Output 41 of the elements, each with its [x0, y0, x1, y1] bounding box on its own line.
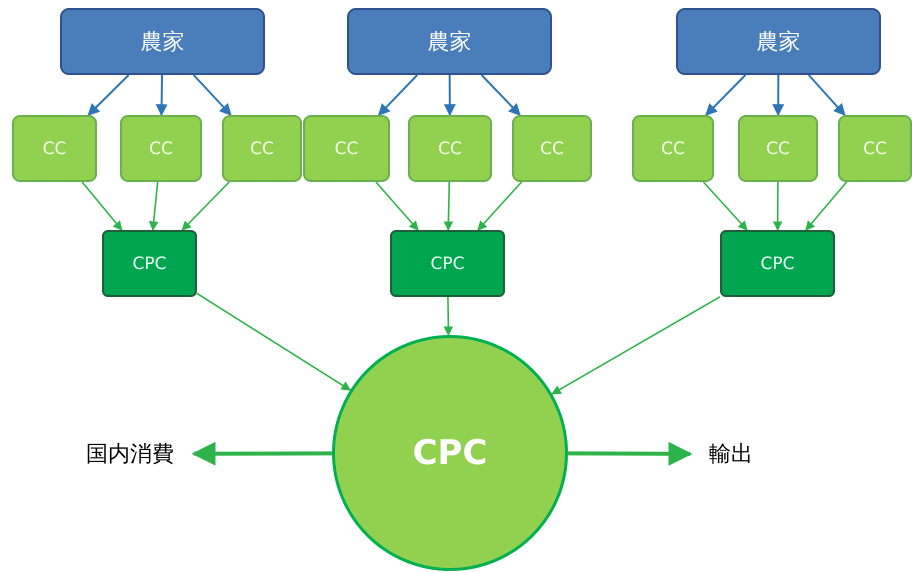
arrow — [444, 75, 456, 116]
arrow — [772, 75, 784, 116]
cc-box: CC — [408, 115, 492, 182]
arrow — [444, 296, 454, 336]
arrow — [702, 181, 748, 231]
cpc-box: CPC — [102, 230, 197, 297]
arrow — [705, 74, 746, 116]
arrow — [148, 182, 158, 231]
arrow — [375, 181, 419, 231]
arrow — [192, 74, 232, 116]
arrow — [378, 74, 418, 116]
cc-box: CC — [303, 115, 390, 182]
cc-box: CC — [738, 115, 818, 182]
arrow — [568, 442, 692, 466]
arrow — [82, 182, 122, 231]
arrow — [480, 74, 521, 116]
arrow — [772, 182, 782, 231]
cpc-box: CPC — [390, 230, 505, 297]
cc-box: CC — [12, 115, 97, 182]
arrow — [805, 181, 848, 231]
arrow — [477, 181, 522, 231]
cpc-circle: CPC — [332, 335, 568, 571]
cc-box: CC — [632, 115, 714, 182]
arrow — [808, 74, 846, 116]
farmer-box: 農家 — [676, 8, 881, 75]
arrow — [444, 182, 454, 231]
arrow — [182, 181, 230, 231]
cc-box: CC — [838, 115, 912, 182]
arrow — [87, 74, 130, 116]
arrow — [196, 292, 351, 391]
destination-text: 輸出 — [690, 432, 772, 476]
arrow — [156, 74, 168, 116]
arrow — [192, 442, 332, 466]
farmer-box: 農家 — [347, 8, 552, 75]
cpc-box: CPC — [720, 230, 835, 297]
cc-box: CC — [512, 115, 592, 182]
arrow — [551, 296, 720, 395]
destination-text: 国内消費 — [66, 432, 194, 476]
farmer-box: 農家 — [60, 8, 265, 75]
cc-box: CC — [222, 115, 302, 182]
cc-box: CC — [120, 115, 202, 182]
